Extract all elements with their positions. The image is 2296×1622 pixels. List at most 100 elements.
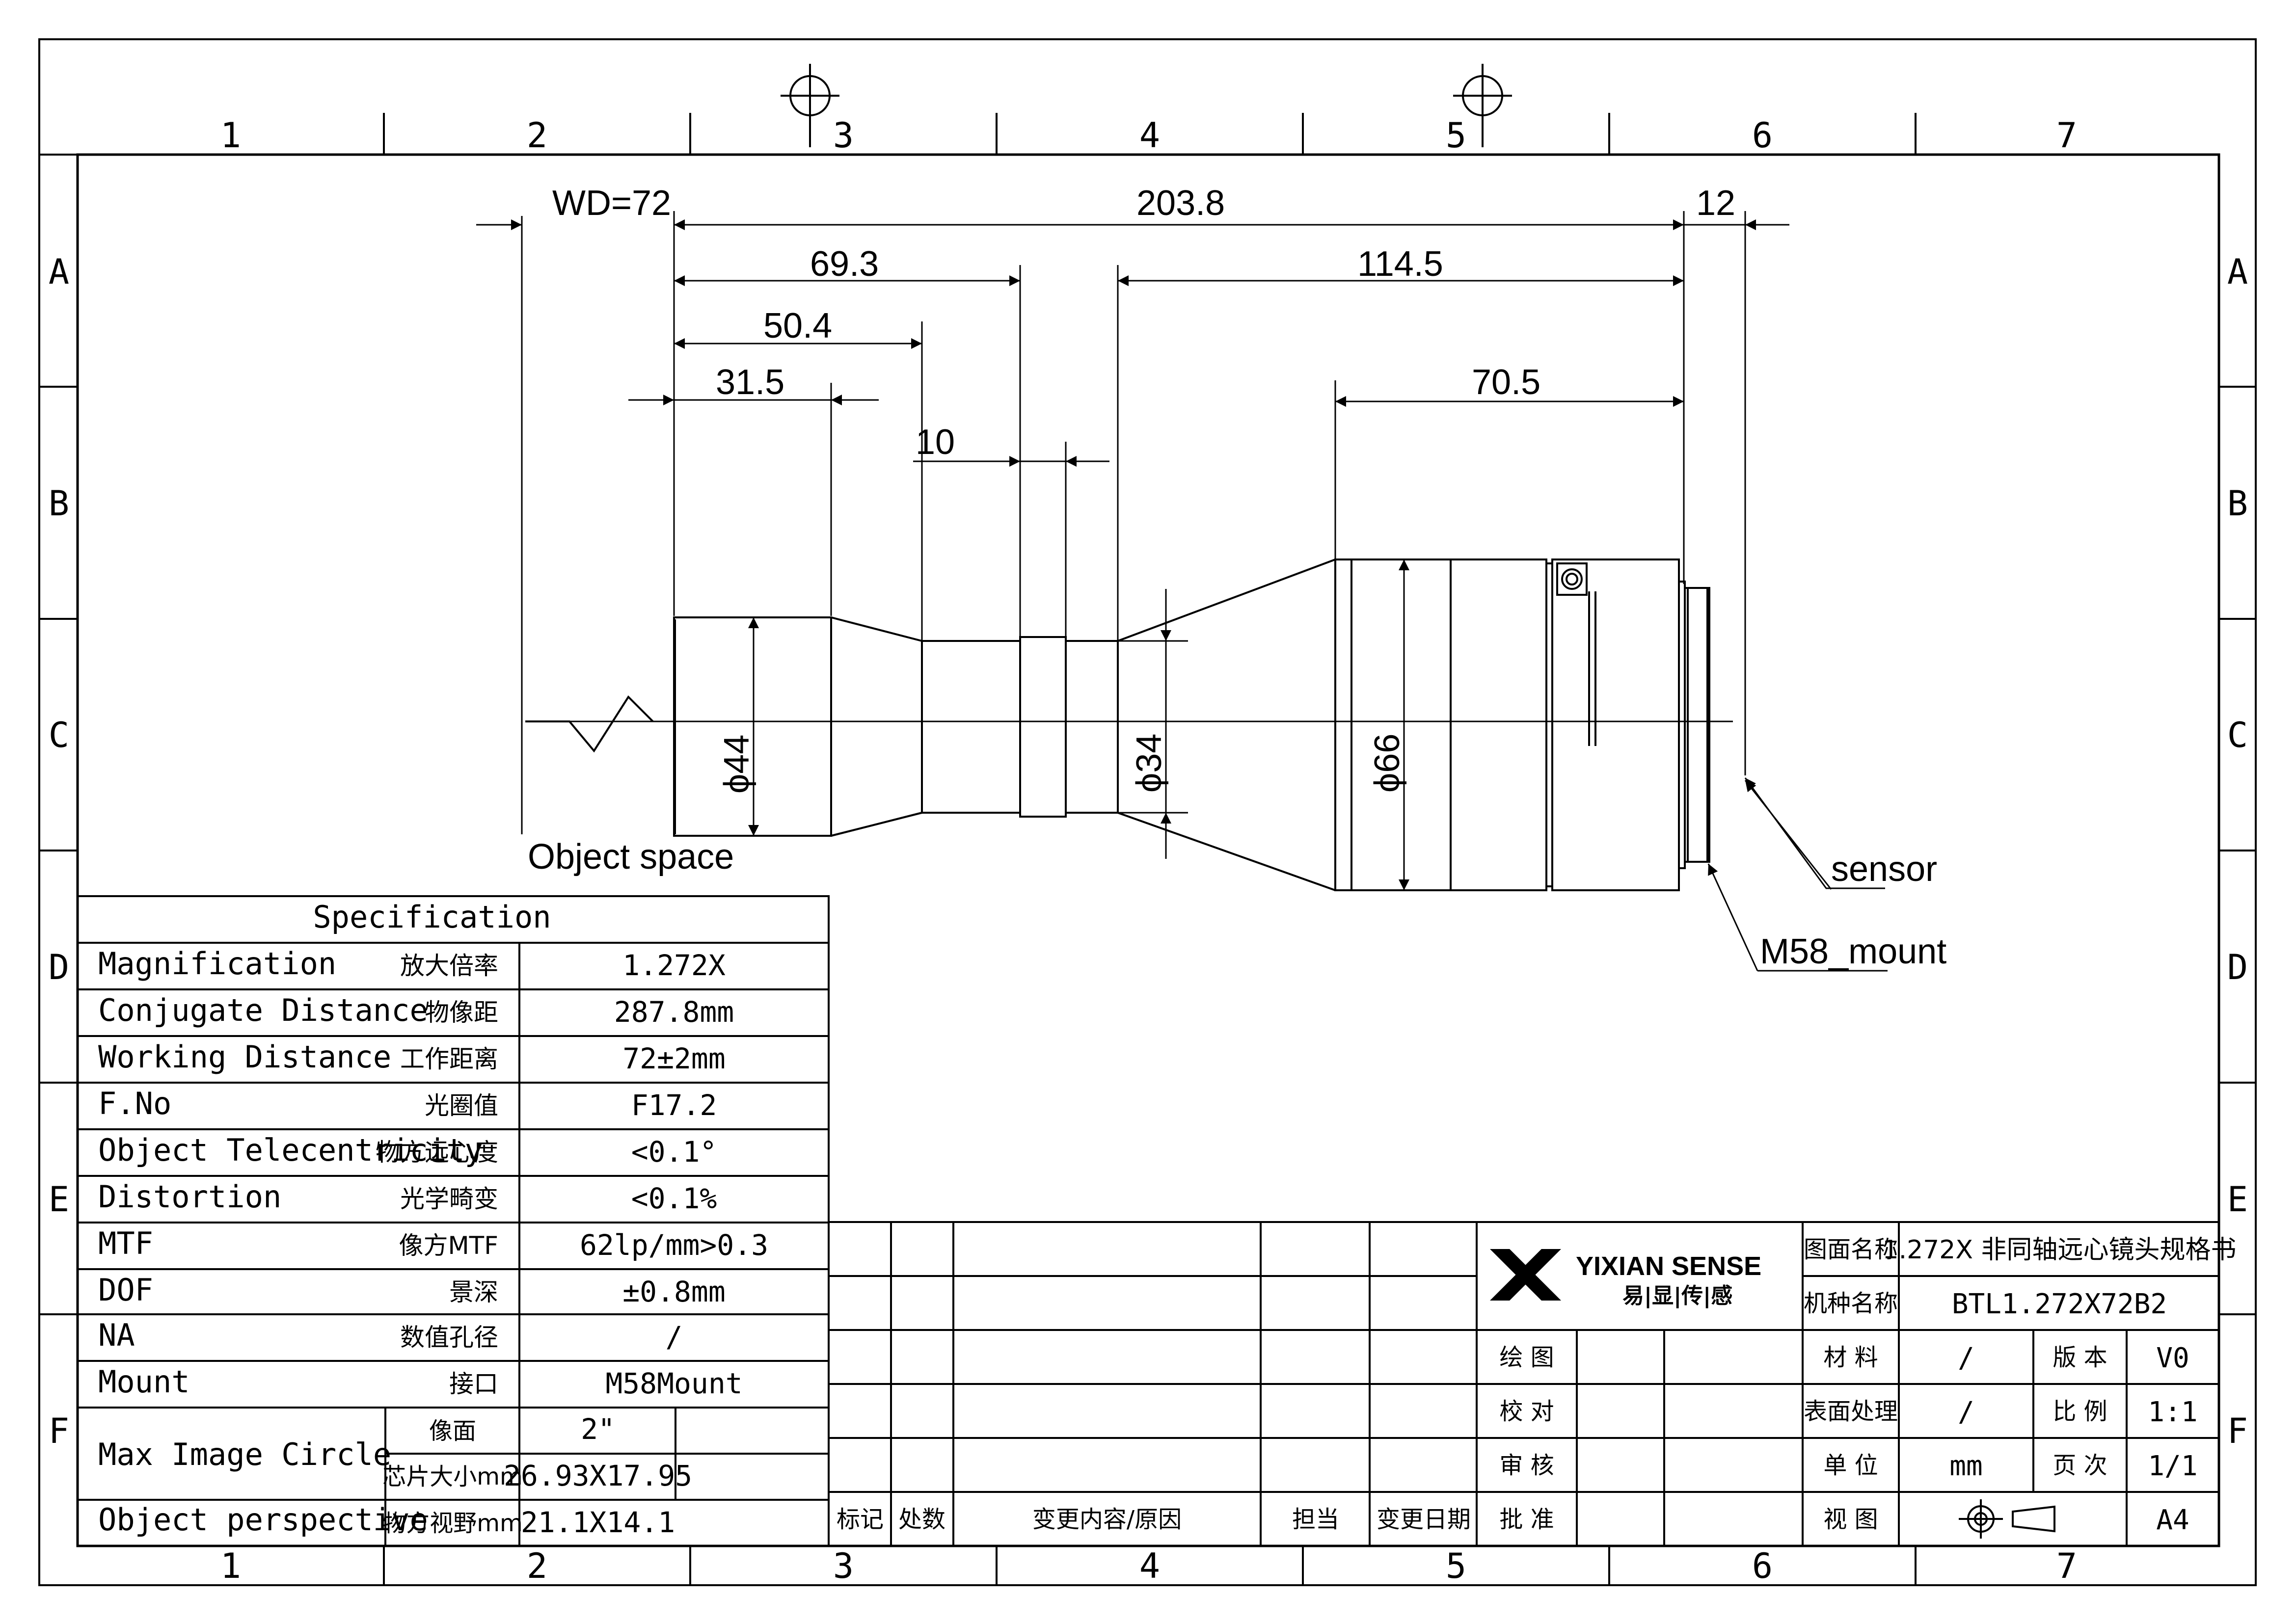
revision-header: 处数 — [898, 1506, 945, 1533]
zone-col-label: 2 — [527, 1546, 547, 1586]
dim-70: 70.5 — [1472, 363, 1540, 402]
model-name: BTL1.272X72B2 — [1952, 1288, 2167, 1320]
spec-value: / — [666, 1320, 683, 1354]
zone-row-label: C — [49, 715, 69, 755]
spec-row-cn: 放大倍率 — [400, 952, 498, 980]
spec-row-label: Mount — [98, 1364, 190, 1400]
model-label: 机种名称 — [1804, 1290, 1898, 1317]
zone-col-label: 3 — [833, 115, 854, 156]
object-space-label: Object space — [528, 837, 734, 877]
version-label: 版 本 — [2053, 1344, 2107, 1371]
spec-value: 26.93X17.95 — [504, 1459, 692, 1492]
approval-label: 批 准 — [1499, 1506, 1554, 1533]
crosshair-icon — [781, 64, 1512, 147]
spec-value: F17.2 — [631, 1089, 717, 1122]
zone-row-label: E — [49, 1179, 69, 1220]
spec-perspective-label: Object perspective — [98, 1502, 428, 1538]
material-label: 材 料 — [1823, 1344, 1878, 1371]
spec-max-image-label: Max Image Circle — [98, 1436, 391, 1472]
zone-row-label: A — [2227, 252, 2248, 292]
dimension-lines — [476, 211, 1888, 972]
zone-row-label: B — [49, 483, 69, 524]
dim-total: 203.8 — [1136, 184, 1225, 223]
brand-name-cn: 易|显|传|感 — [1622, 1283, 1732, 1308]
revision-header: 担当 — [1292, 1506, 1339, 1533]
dim-flange: 12 — [1696, 184, 1735, 223]
drawing-name-label: 图面名称 — [1804, 1236, 1898, 1263]
surface-label: 表面处理 — [1804, 1398, 1898, 1425]
zone-row-label: C — [2227, 715, 2248, 755]
sensor-label: sensor — [1831, 850, 1937, 889]
brand-logo: YIXIAN SENSE 易|显|传|感 — [1490, 1249, 1761, 1308]
zone-col-label: 6 — [1752, 1546, 1773, 1586]
spec-row-cn: 光学畸变 — [400, 1185, 498, 1213]
spec-value: 62lp/mm>0.3 — [580, 1228, 768, 1262]
spec-row-label: DOF — [98, 1272, 153, 1308]
scale-value: 1:1 — [2148, 1396, 2197, 1428]
spec-row-cn: 接口 — [449, 1370, 498, 1398]
zone-col-label: 1 — [220, 115, 241, 156]
spec-row-label: Object Telecentricity — [98, 1132, 483, 1168]
zone-col-label: 4 — [1139, 115, 1160, 156]
zone-col-label: 4 — [1139, 1546, 1160, 1586]
spec-row-label: Distortion — [98, 1179, 281, 1215]
spec-row-label: Magnification — [98, 946, 336, 982]
projection-symbol-icon — [1959, 1499, 2055, 1539]
zone-row-label: F — [2227, 1411, 2248, 1451]
revision-header: 变更日期 — [1377, 1506, 1471, 1533]
page-value: 1/1 — [2148, 1450, 2197, 1482]
spec-row-label: MTF — [98, 1225, 153, 1261]
spec-row-cn: 光圈值 — [425, 1091, 498, 1120]
spec-value: 21.1X14.1 — [521, 1506, 675, 1539]
spec-title: Specification — [313, 899, 551, 935]
scale-label: 比 例 — [2053, 1398, 2107, 1425]
spec-row-cn: 像方MTF — [399, 1231, 498, 1260]
spec-row-cn: 物像距 — [425, 998, 498, 1027]
dim-dia-44: ϕ44 — [717, 735, 756, 794]
title-block — [1476, 1221, 2220, 1547]
spec-row-label: NA — [98, 1317, 135, 1353]
unit-value: mm — [1949, 1450, 1982, 1482]
dim-50: 50.4 — [763, 306, 832, 346]
spec-value: M58Mount — [605, 1367, 742, 1400]
unit-label: 单 位 — [1823, 1452, 1878, 1479]
spec-sub-label: 像面 — [429, 1417, 476, 1445]
spec-value: ±0.8mm — [622, 1275, 726, 1308]
spec-value: 2" — [581, 1412, 615, 1446]
dim-wd: WD=72 — [552, 184, 671, 223]
approval-label: 校 对 — [1499, 1398, 1554, 1425]
approval-label: 绘 图 — [1499, 1344, 1554, 1371]
dim-10: 10 — [916, 423, 955, 462]
brand-name: YIXIAN SENSE — [1576, 1251, 1761, 1281]
page-label: 页 次 — [2053, 1452, 2107, 1479]
spec-sub-label: 物方视野mm — [382, 1510, 523, 1537]
dim-dia-34: ϕ34 — [1130, 734, 1169, 793]
zone-col-label: 7 — [2056, 115, 2077, 156]
zone-col-label: 2 — [527, 115, 547, 156]
revision-block — [828, 1221, 1478, 1547]
dim-114: 114.5 — [1357, 244, 1443, 284]
lens-outline — [525, 558, 1733, 891]
mount-label: M58_mount — [1760, 932, 1946, 971]
dim-69: 69.3 — [810, 244, 879, 284]
zone-col-label: 6 — [1752, 115, 1773, 156]
spec-row-cn: 工作距离 — [400, 1045, 498, 1073]
surface-value: / — [1958, 1396, 1974, 1428]
approval-label: 审 核 — [1499, 1452, 1554, 1479]
spec-value: <0.1% — [631, 1182, 717, 1215]
spec-row-cn: 物方远心度 — [376, 1138, 498, 1167]
zone-col-label: 5 — [1446, 115, 1466, 156]
dim-dia-66: ϕ66 — [1368, 734, 1407, 793]
spec-row-label: Conjugate Distance — [98, 992, 428, 1028]
spec-value: <0.1° — [631, 1135, 717, 1169]
drawing-name: 1.272X 非同轴远心镜头规格书 — [1882, 1235, 2236, 1265]
version-value: V0 — [2156, 1342, 2189, 1374]
paper-size: A4 — [2156, 1504, 2189, 1536]
zone-row-label: F — [49, 1411, 69, 1451]
material-value: / — [1958, 1342, 1974, 1374]
zone-row-label: D — [49, 947, 69, 987]
zone-col-label: 1 — [220, 1546, 241, 1586]
spec-row-label: Working Distance — [98, 1039, 391, 1075]
zone-col-label: 5 — [1446, 1546, 1466, 1586]
